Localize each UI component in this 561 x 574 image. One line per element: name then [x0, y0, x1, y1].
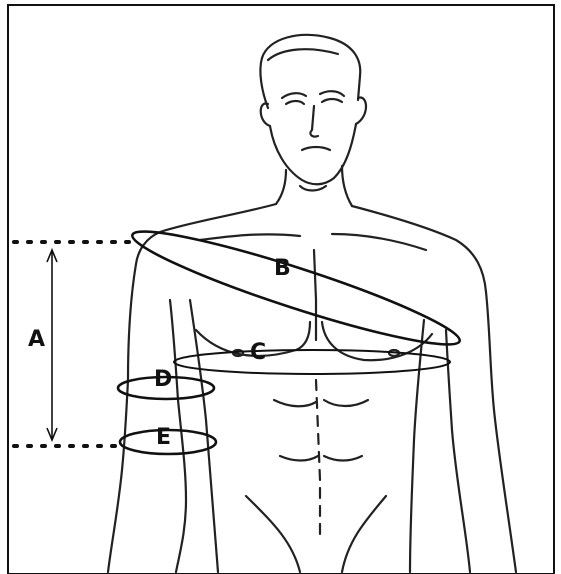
right-eye: [322, 99, 342, 102]
hair-left: [260, 58, 268, 108]
adams-apple: [300, 186, 326, 191]
label-d: D: [154, 367, 172, 392]
ab-line-2-left: [280, 456, 318, 461]
right-shoulder: [352, 206, 486, 292]
ellipse-c: [174, 350, 450, 374]
hair-strands: [268, 49, 338, 60]
right-arm-inner: [446, 330, 470, 572]
label-c: C: [250, 340, 266, 365]
abdomen-midline: [316, 380, 320, 540]
nose: [310, 106, 318, 137]
right-arm-outer: [486, 292, 516, 572]
sternum-line: [314, 250, 316, 340]
oblique-right: [342, 496, 386, 572]
label-a: A: [28, 327, 45, 352]
ellipse-b: [126, 216, 466, 360]
ab-line-1-right: [324, 400, 368, 406]
mouth: [302, 147, 330, 150]
neck-left: [276, 170, 286, 204]
left-arm-outer: [108, 264, 136, 572]
oblique-left: [246, 496, 300, 572]
hair-top: [262, 35, 360, 100]
right-ear: [356, 98, 366, 124]
right-eyebrow: [320, 91, 344, 96]
left-eyebrow: [282, 93, 306, 98]
right-clavicle: [332, 234, 426, 250]
diagram-border: [8, 5, 554, 574]
measurement-guides: [14, 216, 466, 454]
left-arm-inner: [170, 300, 186, 572]
left-eye: [286, 101, 304, 104]
ab-line-2-right: [324, 456, 362, 461]
torso-right: [410, 320, 424, 572]
label-b: B: [274, 256, 291, 281]
left-clavicle: [200, 234, 300, 240]
torso-left: [190, 300, 218, 572]
neck-right: [342, 166, 352, 206]
ab-line-1-left: [274, 400, 316, 406]
male-figure-drawing: [108, 35, 516, 572]
label-e: E: [156, 425, 171, 450]
